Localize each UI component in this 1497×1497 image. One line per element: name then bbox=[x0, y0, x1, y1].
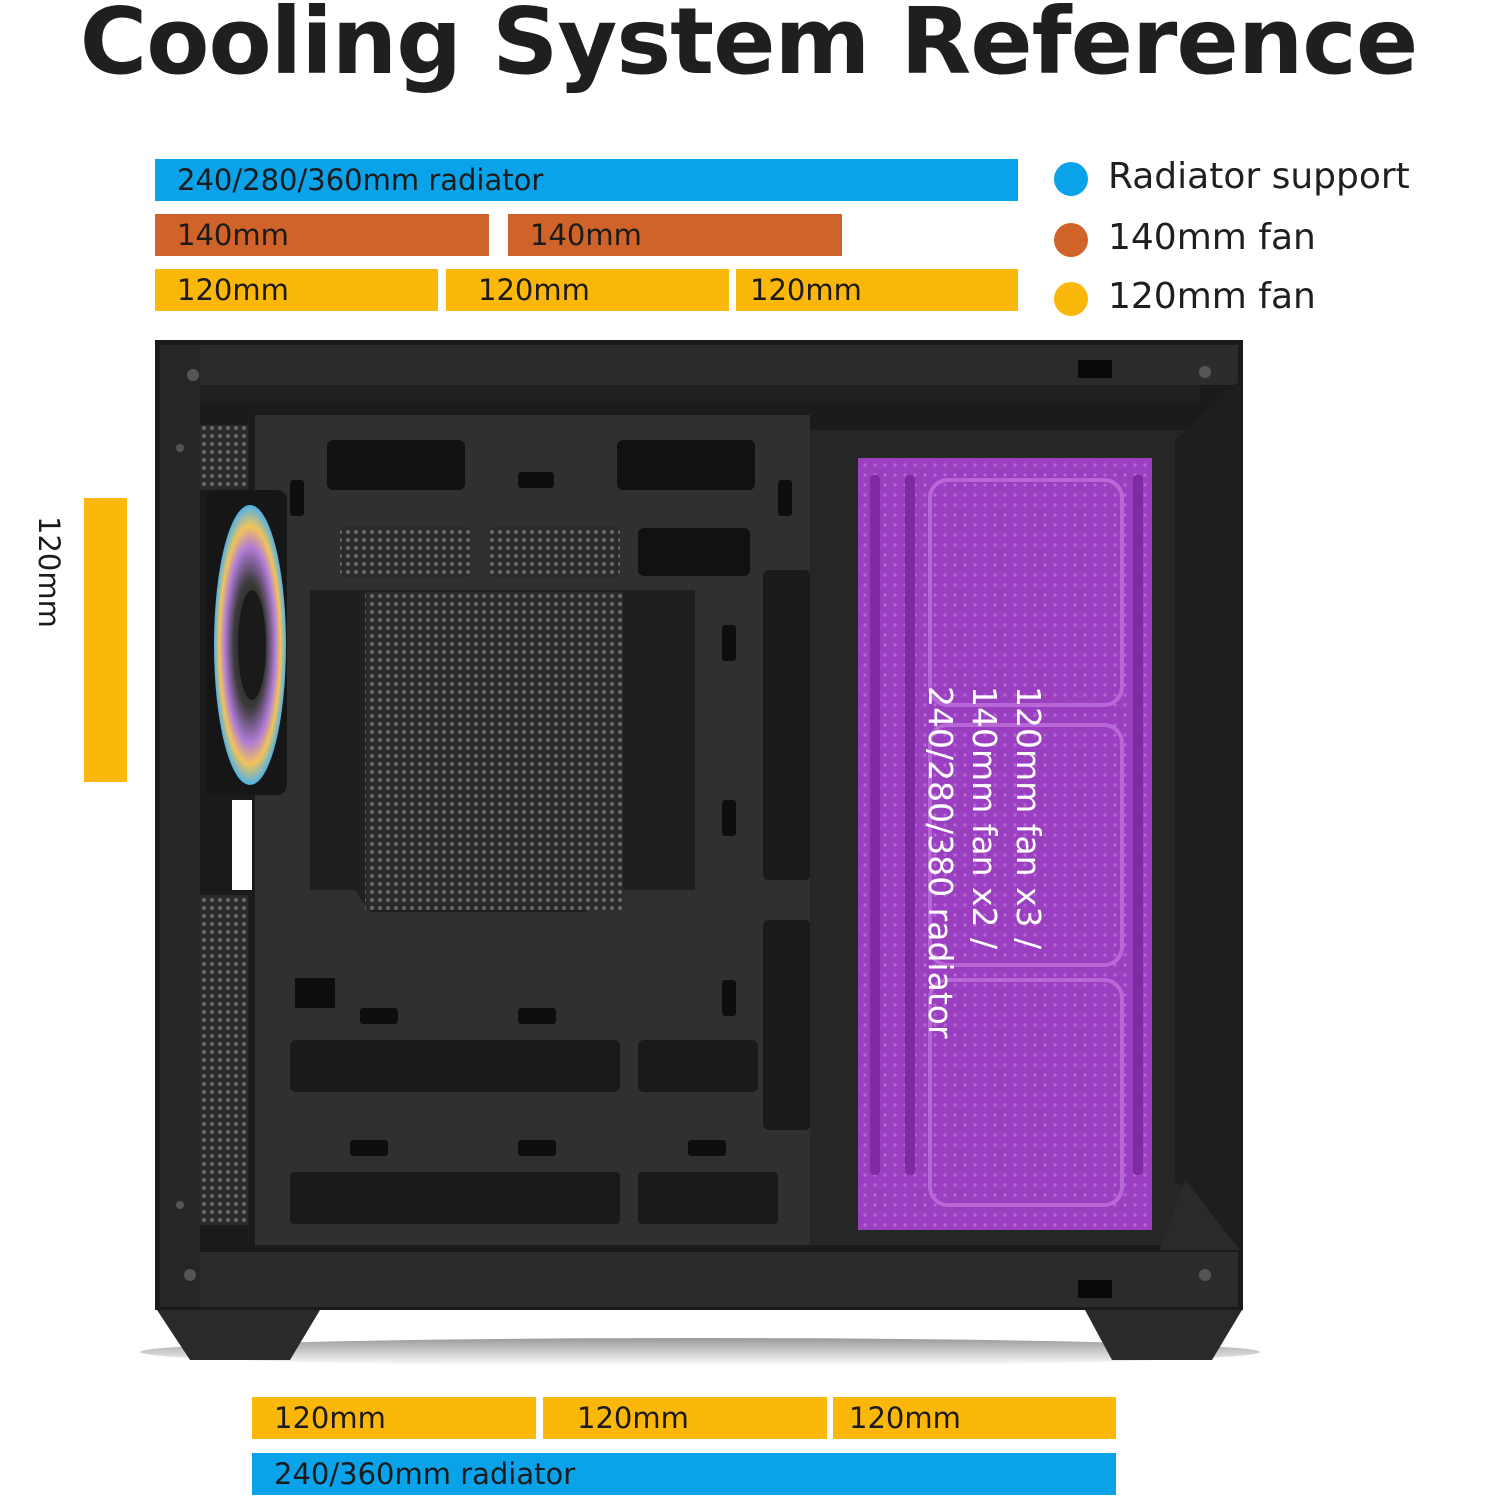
front-right-foot bbox=[1085, 1310, 1242, 1360]
legend-140-fan-swatch bbox=[1054, 223, 1088, 257]
top-120-fan-3: 120mm bbox=[736, 269, 1018, 311]
top-rail bbox=[160, 345, 1238, 385]
floor-shadow bbox=[140, 1338, 1260, 1366]
legend-140-fan-label: 140mm fan bbox=[1108, 217, 1316, 258]
legend-120-fan-label: 120mm fan bbox=[1108, 276, 1316, 317]
top-140-fan-2: 140mm bbox=[508, 214, 842, 256]
legend-radiator-label: Radiator support bbox=[1108, 156, 1410, 197]
legend-120-fan-swatch bbox=[1054, 282, 1088, 316]
bottom-120-fan-1: 120mm bbox=[252, 1397, 536, 1439]
top-radiator-bar: 240/280/360mm radiator bbox=[155, 159, 1018, 201]
front-mount-line-1: 120mm fan x3 / bbox=[1009, 686, 1048, 950]
front-mount-label: 120mm fan x3 / 140mm fan x2 / 240/280/38… bbox=[918, 686, 1050, 1039]
page-title: Cooling System Reference bbox=[79, 0, 1419, 95]
rear-rail bbox=[160, 345, 200, 1307]
rear-rgb-fan bbox=[205, 490, 287, 795]
front-mount-line-3: 240/280/380 radiator bbox=[921, 686, 960, 1039]
legend-radiator-swatch bbox=[1054, 162, 1088, 196]
bottom-radiator-bar: 240/360mm radiator bbox=[252, 1453, 1116, 1495]
top-140-fan-1: 140mm bbox=[155, 214, 489, 256]
bottom-rail bbox=[160, 1252, 1238, 1307]
bottom-120-fan-2: 120mm bbox=[543, 1397, 827, 1439]
bottom-120-fan-3: 120mm bbox=[833, 1397, 1116, 1439]
front-mount-line-2: 140mm fan x2 / bbox=[965, 686, 1004, 950]
front-left-foot bbox=[157, 1310, 320, 1360]
rear-120-fan-bar: 120mm bbox=[32, 498, 127, 782]
top-120-fan-2: 120mm bbox=[446, 269, 729, 311]
top-120-fan-1: 120mm bbox=[155, 269, 438, 311]
